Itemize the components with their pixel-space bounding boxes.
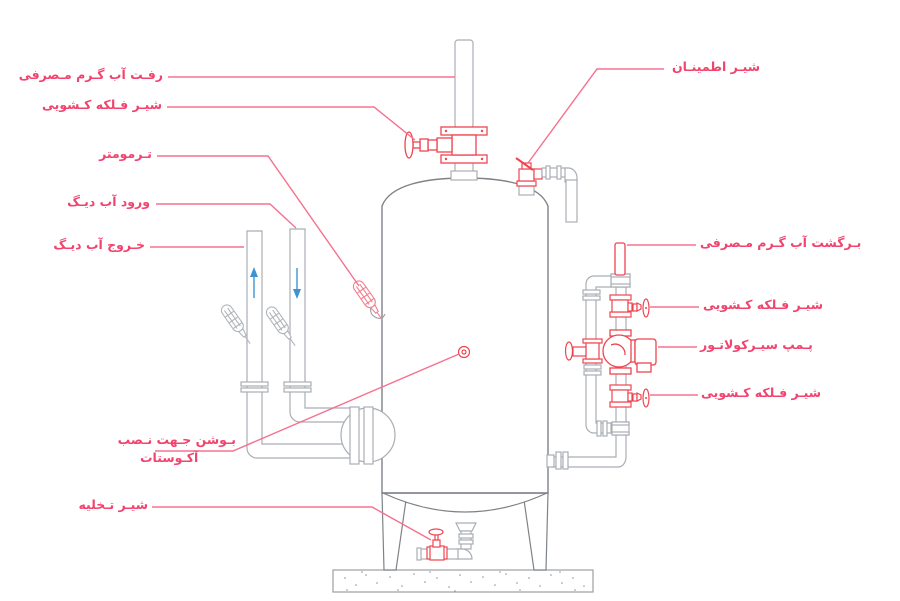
label-aquastat-bushing: بـوشن جـهت نـصب آکـوستات <box>117 431 236 467</box>
label-safety-valve: شیـر اطمینـان <box>672 59 761 74</box>
storage-tank <box>381 177 549 494</box>
label-gate-valve-top: شیـر فـلکه کـشویی <box>42 97 162 112</box>
leader-safety-valve <box>527 68 664 164</box>
valve-handwheel-icon <box>428 528 444 536</box>
label-circulator-pump: پـمپ سیـرکولاتـور <box>700 337 813 352</box>
globe-valve-bypass <box>564 338 603 364</box>
leader-lines <box>150 68 699 541</box>
label-thermometer: تـرمومتر <box>99 146 152 161</box>
safety-discharge-pipe <box>541 165 578 223</box>
gate-valve-right-upper <box>609 294 650 318</box>
coil-flange-connection <box>340 406 396 465</box>
valve-handwheel-icon <box>564 341 574 361</box>
tank-thermometer <box>352 280 386 320</box>
boiler-inlet-pipe <box>283 228 353 423</box>
leader-aquastat-bushing <box>155 353 460 452</box>
pipe-thermometer-right <box>265 306 296 346</box>
pipe-thermometer-left <box>220 304 251 344</box>
label-aquastat-bushing-line2: آکـوستات <box>140 450 199 465</box>
label-drain-valve: شیـر تـخلیه <box>78 497 148 512</box>
drain-valve <box>426 528 448 561</box>
hot-water-outlet-pipe <box>450 39 478 181</box>
aquastat-bushing <box>457 345 471 359</box>
return-pipe-red <box>614 242 626 276</box>
label-gate-valve-right-lower: شیـر فـلکه کـشویی <box>701 385 821 400</box>
circulator-pump <box>602 329 657 375</box>
safety-valve <box>515 157 543 196</box>
concrete-speckles <box>344 571 585 592</box>
label-boiler-water-in: ورود آب دیـگ <box>67 194 150 209</box>
label-gate-valve-right-upper: شیـر فـلکه کـشویی <box>703 297 823 312</box>
label-boiler-water-out: خـروج آب دیـگ <box>53 237 145 252</box>
flow-arrow-up-icon <box>250 267 258 298</box>
leader-thermometer <box>157 155 360 287</box>
label-return-line: بـرگشت آب گـرم مـصرفی <box>700 235 862 250</box>
gate-valve-right-lower <box>609 384 650 408</box>
bypass-branch <box>582 275 612 437</box>
leader-gate-valve-top <box>167 106 416 141</box>
leader-boiler-water-in <box>156 203 297 229</box>
foundation-base <box>332 569 594 593</box>
label-aquastat-bushing-line1: بـوشن جـهت نـصب <box>117 432 236 447</box>
gate-valve-top <box>404 126 488 164</box>
label-supply-out: رفـت آب گـرم مـصرفی <box>18 67 163 82</box>
safety-lever-icon <box>515 157 534 171</box>
leader-drain-valve <box>152 506 432 541</box>
valve-handwheel-icon <box>404 131 414 159</box>
tank-dished-bottom <box>382 492 548 513</box>
flow-arrow-down-icon <box>293 268 301 299</box>
boiler-outlet-pipe <box>240 230 353 459</box>
